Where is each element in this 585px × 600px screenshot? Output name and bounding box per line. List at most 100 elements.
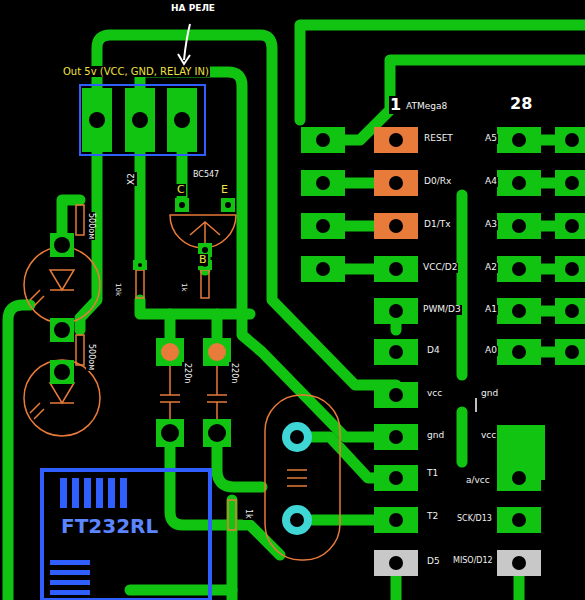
pcb-label: A3 — [484, 220, 498, 230]
pad — [374, 298, 418, 324]
pad-hole — [161, 424, 179, 442]
pad — [555, 339, 585, 365]
chip-lead — [50, 580, 90, 585]
chip-lead — [60, 478, 67, 508]
pcb-label: SCK/D13 — [456, 515, 493, 524]
pad — [374, 127, 418, 153]
crystal-pad — [282, 422, 312, 452]
callout-arrowhead — [178, 54, 190, 64]
pad-hole — [290, 430, 304, 444]
pcb-label: 220n — [182, 362, 191, 384]
pcb-label: 500ом — [86, 212, 95, 240]
pad-hole — [389, 304, 403, 318]
pad-hole — [389, 219, 403, 233]
pad — [175, 198, 189, 212]
pad-hole — [389, 133, 403, 147]
pad-hole — [389, 471, 403, 485]
copper-traces — [8, 25, 585, 600]
chip-lead — [50, 590, 90, 595]
pad-hole — [389, 176, 403, 190]
chip-lead — [96, 478, 103, 508]
pcb-label: 220n — [229, 362, 238, 384]
pad — [555, 256, 585, 282]
pad — [497, 256, 541, 282]
silkscreen-parts — [24, 205, 340, 560]
pad-hole — [512, 345, 526, 359]
silk-tick — [475, 398, 477, 412]
pad-hole — [565, 262, 579, 276]
chip-lead — [84, 478, 91, 508]
pad-hole — [389, 513, 403, 527]
pcb-label: A0 — [484, 346, 498, 356]
pad-hole — [389, 430, 403, 444]
pcb-label: gnd — [480, 389, 499, 399]
pad — [301, 213, 345, 239]
pad-hole — [54, 237, 70, 253]
pad-hole — [89, 112, 105, 128]
pad-hole — [565, 176, 579, 190]
pads — [50, 88, 585, 576]
pad-hole — [565, 219, 579, 233]
pad-hole — [316, 176, 330, 190]
pcb-label: A2 — [484, 263, 498, 273]
pad — [167, 88, 197, 152]
chip-lead — [50, 570, 90, 575]
pcb-label: D5 — [426, 557, 441, 567]
pad — [497, 550, 541, 576]
pad — [156, 338, 184, 366]
pad — [50, 360, 74, 384]
pcb-label: T2 — [426, 512, 439, 522]
pad-hole — [512, 513, 526, 527]
pad — [497, 465, 541, 491]
pad-hole — [389, 556, 403, 570]
pcb-label: A5 — [484, 134, 498, 144]
pad-hole — [316, 133, 330, 147]
chip-name: FT232RL — [60, 515, 159, 537]
pad — [301, 127, 345, 153]
pad-hole — [290, 513, 304, 527]
pad-hole — [174, 112, 190, 128]
pad — [497, 127, 541, 153]
pad-hole — [389, 262, 403, 276]
pcb-label: D0/Rx — [423, 177, 452, 187]
pad — [497, 213, 541, 239]
pad — [497, 298, 541, 324]
pad — [301, 256, 345, 282]
pad-hole — [316, 262, 330, 276]
pad-hole — [512, 262, 526, 276]
pad — [374, 382, 418, 408]
pcb-label: A1 — [484, 305, 498, 315]
pad — [555, 170, 585, 196]
pad-hole — [54, 364, 70, 380]
pcb-label: 1k — [243, 508, 252, 520]
pad-hole — [389, 345, 403, 359]
pcb-label: PWM/D3 — [422, 305, 462, 315]
pad-hole — [208, 424, 226, 442]
pad — [156, 419, 184, 447]
pcb-label: 10k — [113, 282, 121, 297]
pcb-label: MISO/D12 — [452, 557, 494, 566]
header-outline — [80, 85, 205, 155]
pad-hole — [225, 202, 231, 208]
pad-hole — [389, 388, 403, 402]
pcb-label: НА РЕЛЕ — [170, 4, 216, 14]
pad — [497, 507, 541, 533]
pad-hole — [565, 345, 579, 359]
pad-hole — [512, 556, 526, 570]
pad-hole — [161, 343, 179, 361]
pad — [221, 198, 235, 212]
chip-lead — [72, 478, 79, 508]
pcb-label: ATMega8 — [405, 102, 448, 112]
pad — [203, 338, 231, 366]
pcb-label: C — [176, 184, 186, 196]
pad — [555, 213, 585, 239]
pad — [555, 298, 585, 324]
pad — [555, 127, 585, 153]
pad — [125, 88, 155, 152]
pcb-label: Out 5v (VCC, GND, RELAY IN) — [62, 66, 210, 77]
pcb-label: A4 — [484, 177, 498, 187]
chip-lead — [120, 478, 127, 508]
pad — [374, 339, 418, 365]
